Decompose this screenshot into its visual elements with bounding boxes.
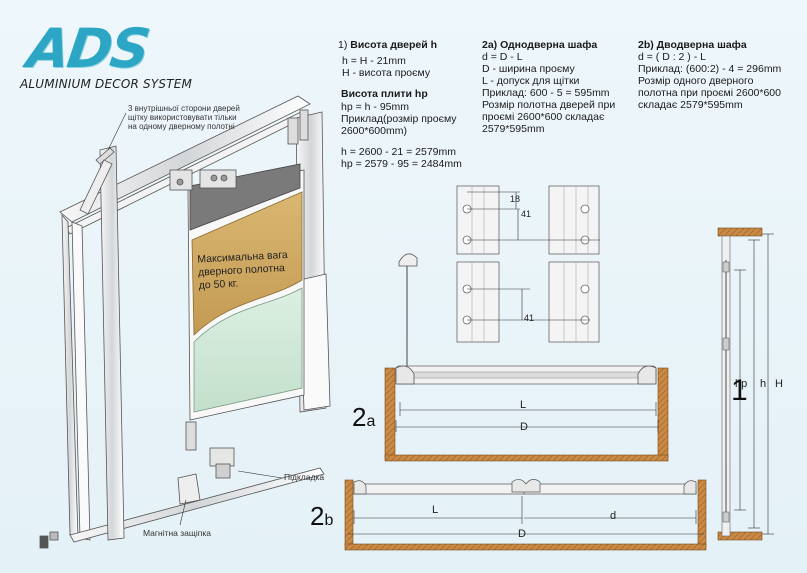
section-hp-line: hp = 2579 - 95 = 2484mm <box>341 158 462 170</box>
figure-1-section <box>717 227 774 541</box>
dim-41-top: 41 <box>521 209 532 219</box>
dim-h: h <box>760 378 767 390</box>
section1-title: Висота дверей h <box>350 39 438 51</box>
dim-H: H <box>775 378 783 390</box>
figure-2b-number: 2 <box>310 501 325 531</box>
dim-hp: hp <box>735 378 748 390</box>
section1-line: H - висота проєму <box>342 67 431 79</box>
figure-2a-label: 2a <box>352 404 375 435</box>
figure-2b-plan <box>344 479 707 551</box>
section-hp-line: Приклад(розмір проєму <box>341 113 457 125</box>
section2b-line: полотна при проємі 2600*600 <box>638 87 781 99</box>
section2a-line: проємі 2600*600 складає <box>482 111 605 123</box>
section2a-line: D - ширина проєму <box>482 63 575 75</box>
logo-subtitle: ALUMINIUM DECOR SYSTEM <box>20 77 193 91</box>
note-leaders <box>107 112 283 526</box>
dim-18: 18 <box>510 194 521 204</box>
figure-2b-letter: b <box>324 512 334 529</box>
figure-2b-label: 2b <box>310 503 333 534</box>
section2b-line: Розмір одного дверного <box>638 75 754 87</box>
section2a-line: Розмір полотна дверей при <box>482 99 616 111</box>
pad-label: Підкладка <box>284 472 325 482</box>
figure-2a-letter: a <box>366 413 376 430</box>
section2a-line: 2579*595mm <box>482 123 545 135</box>
section1-line: h = H - 21mm <box>342 55 406 67</box>
brush-note: 3 внутрішньої сторони дверей щітку викор… <box>128 104 240 131</box>
dim-d-2b: d <box>610 510 617 522</box>
section2a-line: d = D - L <box>482 51 523 63</box>
dim-D-2a: D <box>520 421 528 433</box>
section-hp-title: Висота плити hp <box>341 88 428 100</box>
dim-L-2b: L <box>432 504 439 516</box>
door-assembly-3d <box>39 95 331 549</box>
weight-note: Максимальна вага дверного полотна до 50 … <box>197 248 289 292</box>
section-hp-line: h = 2600 - 21 = 2579mm <box>341 146 456 158</box>
section1-heading: 1) Висота дверей h <box>338 39 437 51</box>
section2a-line: L - допуск для щітки <box>482 75 580 87</box>
profile-detail-top-view <box>456 185 600 343</box>
section2b-line: d = ( D : 2 ) - L <box>638 51 706 63</box>
figure-2a-number: 2 <box>352 402 367 432</box>
dim-41-bottom: 41 <box>524 313 535 323</box>
section-hp-line: 2600*600mm) <box>341 125 407 137</box>
latch-label: Магнітна защіпка <box>143 528 212 538</box>
figure-2a-plan <box>384 253 669 462</box>
section-hp-line: hp = h - 95mm <box>341 101 409 113</box>
section2b-line: Приклад: (600:2) - 4 = 296mm <box>638 63 782 75</box>
section2b-title: 2b) Дводверна шафа <box>638 39 747 51</box>
dim-D-2b: D <box>518 528 526 540</box>
section2a-title: 2a) Однодверна шафа <box>482 39 598 51</box>
figure-1-label: 1 <box>731 374 748 407</box>
section2b-line: складає 2579*595mm <box>638 99 743 111</box>
section1-number: 1) <box>338 39 348 51</box>
dim-L-2a: L <box>520 399 527 411</box>
section2a-line: Приклад: 600 - 5 = 595mm <box>482 87 610 99</box>
